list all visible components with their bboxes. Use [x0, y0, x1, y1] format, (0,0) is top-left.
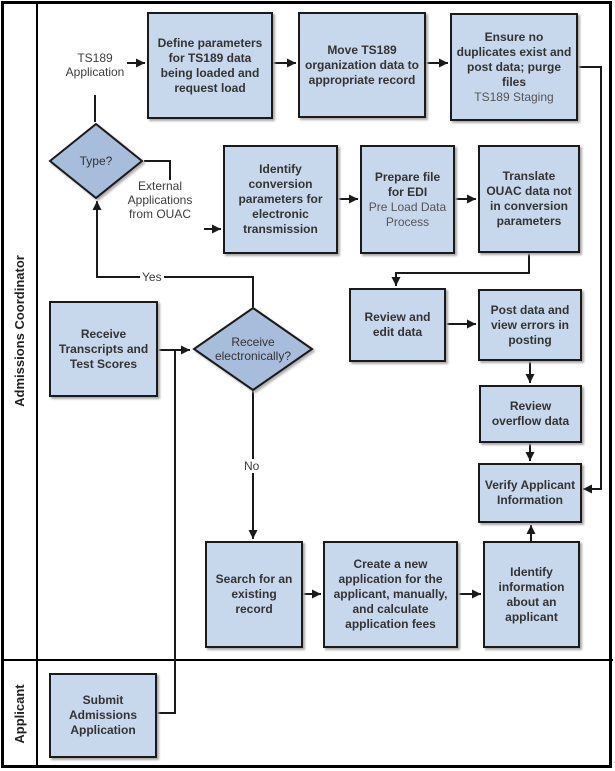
- decision-type: Type?: [48, 123, 144, 199]
- node-submit-admissions-application: Submit Admissions Application: [49, 673, 157, 758]
- node-label: Identify information about an applicant: [498, 564, 565, 624]
- edge-ensure-to-verify: [578, 66, 602, 494]
- node-post-data-view-errors: Post data and view errors in posting: [478, 289, 582, 361]
- node-label: Create a new application for the applica…: [333, 557, 448, 631]
- node-create-new-application: Create a new application for the applica…: [323, 541, 458, 648]
- node-label: Search for an existing record: [215, 572, 293, 616]
- diamond-shape: [192, 307, 314, 391]
- edge-translate-to-review-edit: [391, 253, 530, 286]
- node-label: Verify Applicant Information: [484, 478, 576, 507]
- node-ensure-no-duplicates: Ensure no duplicates exist and post data…: [450, 13, 578, 121]
- node-identify-applicant-information: Identify information about an applicant: [483, 541, 580, 648]
- node-label: Post data and view errors in posting: [490, 302, 570, 347]
- diamond-shape: [48, 123, 144, 199]
- node-verify-applicant-information: Verify Applicant Information: [478, 463, 582, 523]
- node-prepare-file-edi: Prepare file for EDI Pre Load Data Proce…: [360, 145, 455, 254]
- node-receive-transcripts: Receive Transcripts and Test Scores: [49, 301, 158, 397]
- node-label: Identify conversion parameters for elect…: [238, 162, 323, 236]
- decision-label: Receive electronically?: [214, 335, 292, 363]
- node-search-existing-record: Search for an existing record: [205, 541, 303, 648]
- node-label: Prepare file for EDI: [374, 169, 441, 199]
- edge-label-no: No: [242, 459, 262, 473]
- annotation-ts189-application: TS189 Application: [65, 51, 125, 79]
- node-label: Define parameters for TS189 data being l…: [157, 35, 263, 95]
- lane-divider: [2, 659, 613, 661]
- node-translate-ouac-data: Translate OUAC data not in conversion pa…: [478, 145, 580, 253]
- node-label: Move TS189 organization data to appropri…: [305, 42, 419, 87]
- edge-yes-branch: [92, 201, 254, 307]
- node-label: Review and edit data: [364, 310, 431, 339]
- node-define-parameters: Define parameters for TS189 data being l…: [147, 12, 273, 119]
- node-review-edit-data: Review and edit data: [349, 288, 446, 362]
- decision-label: Type?: [79, 154, 113, 168]
- node-label: Receive Transcripts and Test Scores: [58, 326, 149, 371]
- node-label: Review overflow data: [491, 399, 570, 428]
- node-sublabel: TS189 Staging: [474, 89, 554, 104]
- node-label: Ensure no duplicates exist and post data…: [456, 29, 572, 89]
- edge-type-to-external-label: [144, 160, 171, 180]
- annotation-external-applications-ouac: External Applications from OUAC: [127, 179, 193, 221]
- edge-label-yes: Yes: [140, 270, 164, 284]
- node-review-overflow-data: Review overflow data: [479, 385, 582, 443]
- node-label: Translate OUAC data not in conversion pa…: [486, 169, 572, 228]
- node-identify-conversion-parameters: Identify conversion parameters for elect…: [223, 145, 338, 254]
- decision-receive-electronically: Receive electronically?: [192, 307, 314, 391]
- node-move-ts189-data: Move TS189 organization data to appropri…: [298, 12, 426, 118]
- lane-label-column-divider: [36, 2, 38, 768]
- node-sublabel: Pre Load Data Process: [368, 199, 447, 229]
- edge-submit-to-receive-elec: [157, 351, 176, 714]
- node-label: Submit Admissions Application: [68, 693, 137, 737]
